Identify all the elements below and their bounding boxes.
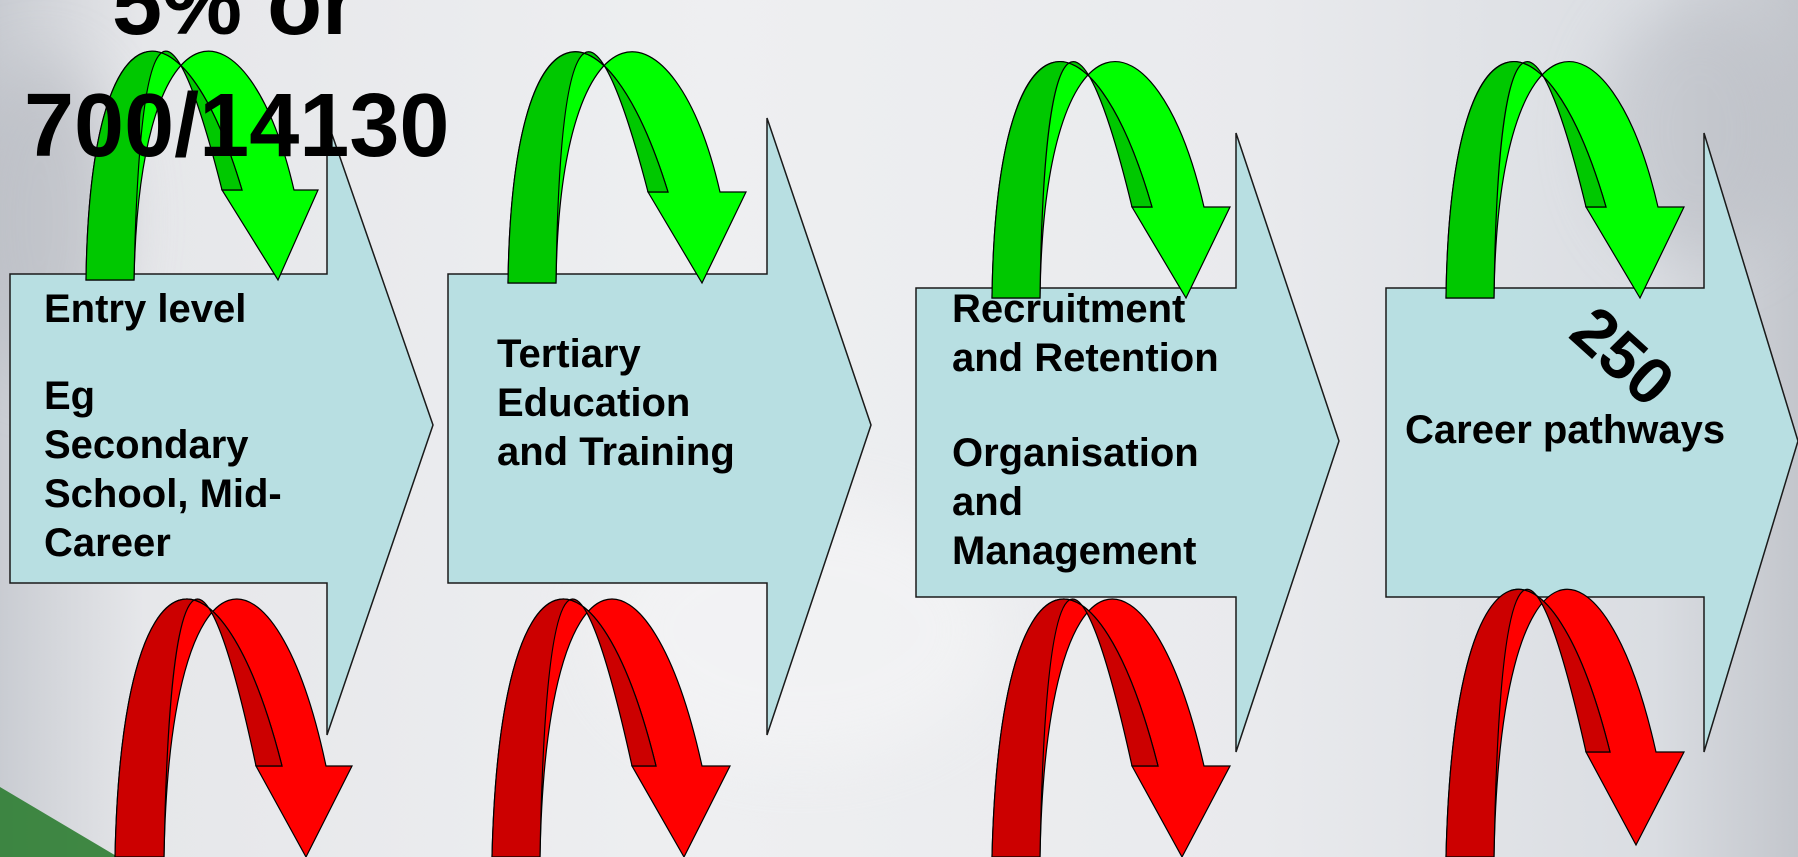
red-curved-arrow-1	[114, 598, 353, 857]
red-curved-arrow-3	[991, 598, 1231, 857]
stage-arrow-career	[1385, 132, 1798, 753]
stage-2-title: Tertiary Education and Training	[497, 332, 735, 474]
green-curved-arrow-3	[991, 61, 1231, 300]
green-curved-arrow-1	[85, 50, 319, 282]
stage-3-title: Recruitment and Retention	[952, 287, 1219, 380]
red-curved-arrow-2	[491, 598, 731, 857]
stage-3-detail: Organisation and Management	[952, 431, 1199, 573]
stage-1-detail: Eg Secondary School, Mid- Career	[44, 374, 282, 565]
leaf-decoration	[0, 787, 118, 857]
stage-arrow-entry	[9, 119, 434, 736]
headline-line-1: 5% or	[112, 0, 358, 54]
stage-arrow-tertiary	[447, 117, 872, 736]
green-curved-arrow-2	[507, 51, 747, 285]
stage-4-title: Career pathways	[1405, 408, 1726, 452]
stage-1-title: Entry level	[44, 287, 247, 331]
green-curved-arrow-4	[1445, 61, 1685, 300]
headline-line-2: 700/14130	[24, 76, 450, 176]
red-curved-arrow-4	[1445, 588, 1685, 857]
stage-arrow-recruitment	[915, 132, 1340, 753]
